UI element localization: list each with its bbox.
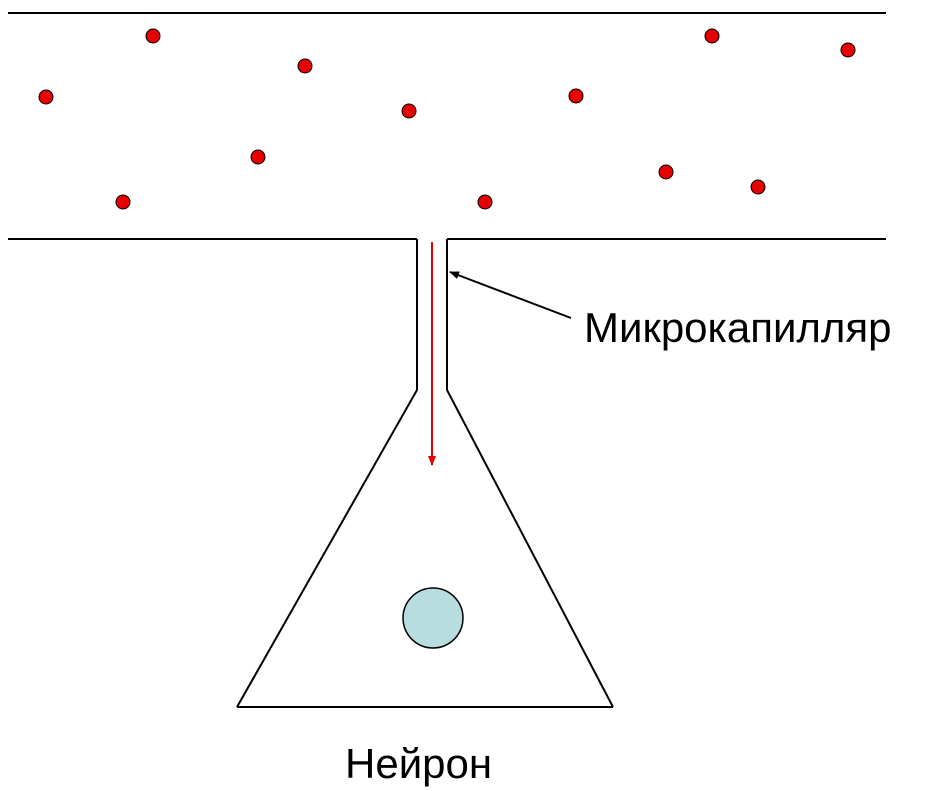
particle xyxy=(297,58,313,74)
neuron-label: Нейрон xyxy=(345,740,493,787)
particle xyxy=(401,103,417,119)
particle xyxy=(38,89,54,105)
particle xyxy=(704,28,720,44)
capillary-label: Микрокапилляр xyxy=(584,304,892,351)
particle xyxy=(145,28,161,44)
particle xyxy=(840,42,856,58)
particle xyxy=(115,194,131,210)
particle xyxy=(568,88,584,104)
capillary-wall-left xyxy=(236,239,418,708)
capillary-pointer-arrow xyxy=(449,271,572,319)
neuron-nucleus xyxy=(402,587,464,649)
particle xyxy=(658,164,674,180)
particle xyxy=(750,179,766,195)
particles-group xyxy=(38,28,856,210)
particle xyxy=(250,149,266,165)
capillary-wall-right xyxy=(446,239,614,708)
particle xyxy=(477,194,493,210)
